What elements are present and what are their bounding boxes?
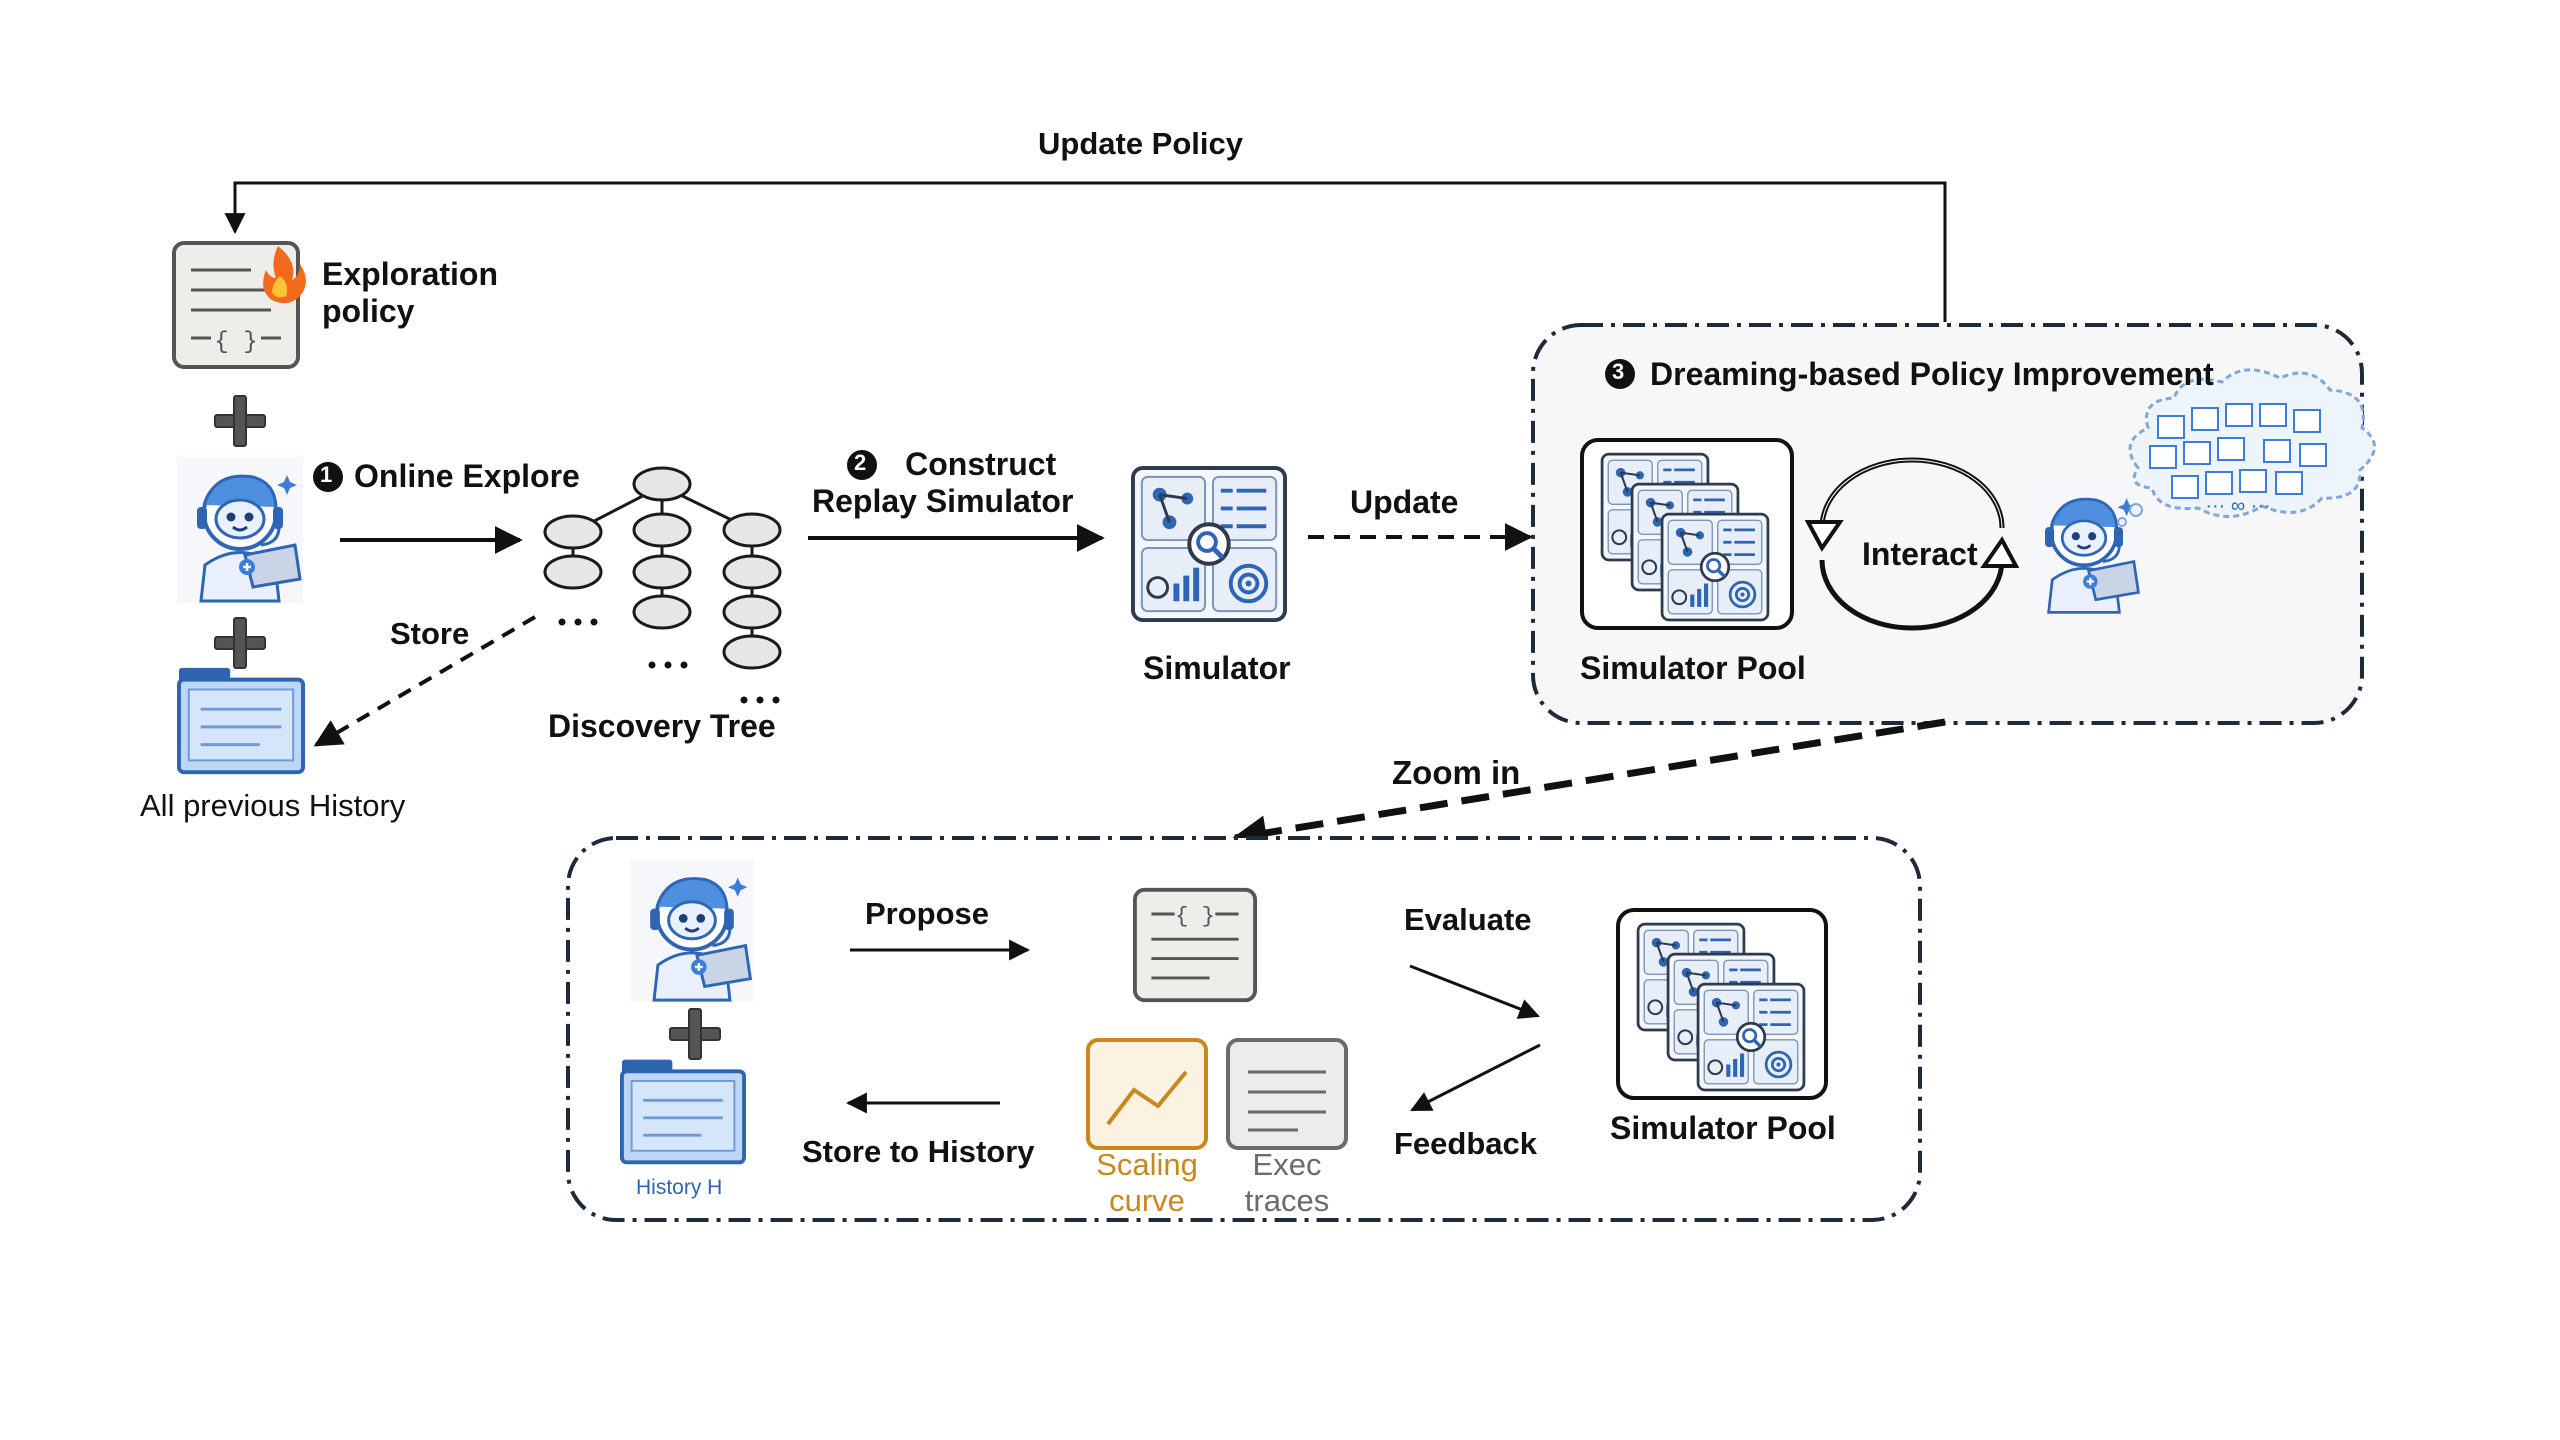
cycle-arrowhead (1804, 520, 1844, 552)
scaling-curve-label: Scaling curve (1090, 1147, 1204, 1218)
all-history-label: All previous History (140, 788, 406, 823)
tree-ellipsis (558, 618, 780, 704)
simulator-label: Simulator (1143, 650, 1291, 686)
simulator-icon (1133, 468, 1285, 620)
update-policy-arrow (224, 181, 1947, 322)
discovery-tree-label: Discovery Tree (548, 708, 776, 744)
online-explore-label: Online Explore (354, 458, 580, 494)
svg-text:··· ∞ ···: ··· ∞ ··· (2205, 495, 2270, 517)
folder-icon (622, 1060, 744, 1163)
cycle-icon (1819, 457, 2005, 631)
scaling-curve-line2: curve (1109, 1182, 1185, 1218)
step2-badge (847, 450, 877, 480)
exec-traces-label: Exec traces (1230, 1147, 1344, 1218)
exploration-policy-label: Exploration policy (322, 256, 498, 330)
folder-icon (177, 665, 305, 775)
exploration-policy-braces: { } (214, 329, 257, 356)
simulator-pool-bottom (1616, 908, 1828, 1100)
cycle-arrowhead (1980, 536, 2020, 568)
robot-icon (2025, 480, 2143, 616)
scaling-curve-icon (1086, 1038, 1208, 1150)
update-label: Update (1350, 484, 1459, 520)
fire-icon (263, 246, 306, 304)
construct-line2: Replay Simulator (812, 482, 1074, 519)
evaluate-arrow (1409, 964, 1540, 1019)
history-h-label: History H (636, 1176, 723, 1199)
robot-icon (175, 455, 305, 605)
zoom-in-label: Zoom in (1392, 754, 1521, 791)
feedback-label: Feedback (1394, 1126, 1538, 1161)
cloud-icon: ··· ∞ ··· (2117, 368, 2376, 527)
update-policy-label: Update Policy (1038, 126, 1243, 161)
plus-icon (214, 395, 266, 447)
exploration-policy-line1: Exploration (322, 256, 499, 292)
scaling-curve-line1: Scaling (1096, 1147, 1198, 1182)
proposal-braces: { } (1175, 904, 1215, 929)
exec-traces-line1: Exec (1252, 1147, 1322, 1182)
store-to-history-label: Store to History (802, 1134, 1035, 1169)
construct-line1: Construct (905, 446, 1057, 482)
step1-badge (313, 462, 343, 492)
store-arrow (313, 615, 537, 747)
step3-number: 3 (1612, 359, 1625, 384)
feedback-arrow (1410, 1043, 1541, 1112)
zoom-box (566, 836, 1922, 1222)
propose-label: Propose (865, 896, 990, 931)
evaluate-label: Evaluate (1404, 902, 1532, 937)
zoom-in-arrow (1231, 718, 1946, 851)
plus-icon (214, 617, 266, 669)
discovery-tree (543, 466, 782, 670)
simulator-pool-top (1580, 438, 1794, 630)
exploration-policy-line2: policy (322, 292, 415, 329)
construct-label: Construct Replay Simulator (812, 446, 1073, 520)
dreaming-title: Dreaming-based Policy Improvement (1650, 356, 2214, 392)
step2-number: 2 (854, 450, 867, 475)
simulator-pool-top-label: Simulator Pool (1580, 650, 1806, 686)
simulator-pool-bottom-label: Simulator Pool (1610, 1110, 1836, 1146)
exec-traces-line2: traces (1244, 1182, 1330, 1218)
robot-icon (628, 858, 756, 1004)
plus-icon (669, 1008, 721, 1060)
exec-traces-icon (1226, 1038, 1348, 1150)
step1-number: 1 (320, 462, 333, 487)
store-label: Store (390, 616, 470, 651)
interact-label: Interact (1862, 536, 1978, 572)
step3-badge (1605, 359, 1635, 389)
